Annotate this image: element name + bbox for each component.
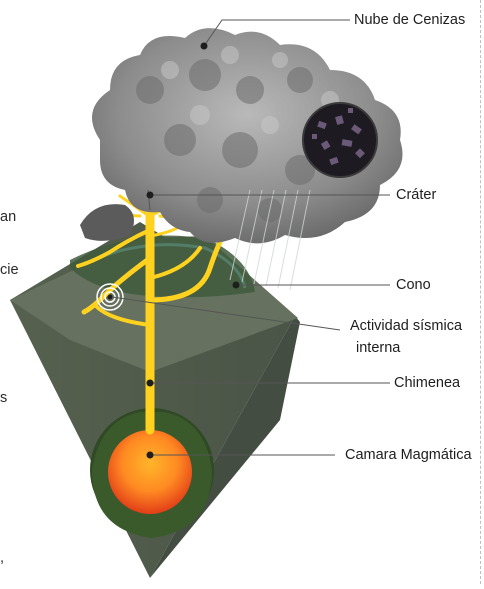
label-cone: Cono [396,277,431,293]
ash-particles-zoom [303,103,377,177]
label-magma-chamber: Camara Magmática [345,447,472,463]
cropped-text-fragment: , [0,550,4,566]
label-chimney: Chimenea [394,375,460,391]
cropped-text-fragment: s [0,390,7,406]
label-seismic-activity: Actividad sísmica [350,318,462,334]
page-divider [480,0,481,584]
cropped-text-fragment: cie [0,262,19,278]
label-ash-cloud: Nube de Cenizas [354,12,465,28]
label-crater: Cráter [396,187,436,203]
label-seismic-activity-line2: interna [356,340,400,356]
seismic-rings-icon [97,284,123,310]
cropped-text-fragment: an [0,209,16,225]
